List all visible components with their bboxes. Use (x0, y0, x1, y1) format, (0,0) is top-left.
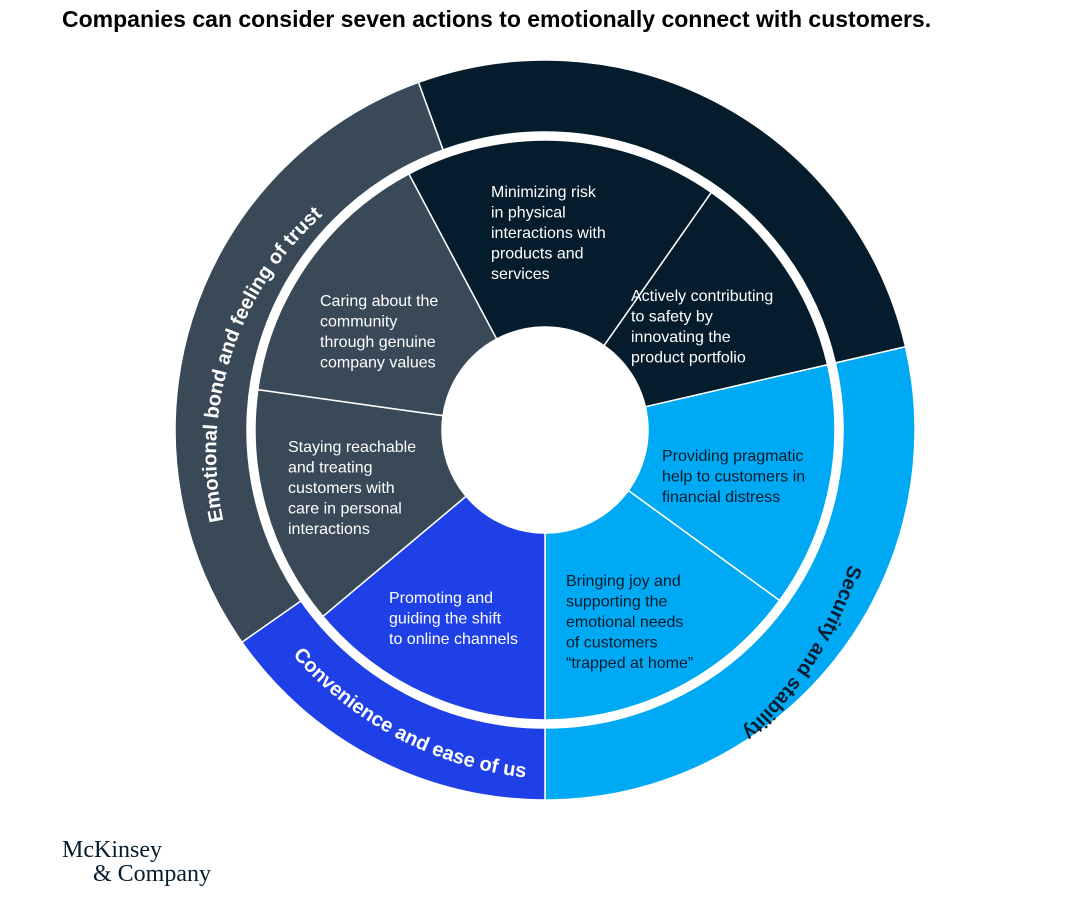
page-title: Companies can consider seven actions to … (62, 6, 932, 32)
logo-line-2: & Company (93, 861, 211, 887)
center-hole (442, 327, 648, 533)
logo-line-1: McKinsey (62, 837, 162, 863)
category-ring (174, 59, 916, 801)
category-arc-emotional-bond (174, 81, 445, 644)
mckinsey-logo: McKinsey & Company (62, 838, 211, 886)
action-ring (254, 139, 836, 721)
action-segment-contributing-safety (603, 191, 829, 408)
